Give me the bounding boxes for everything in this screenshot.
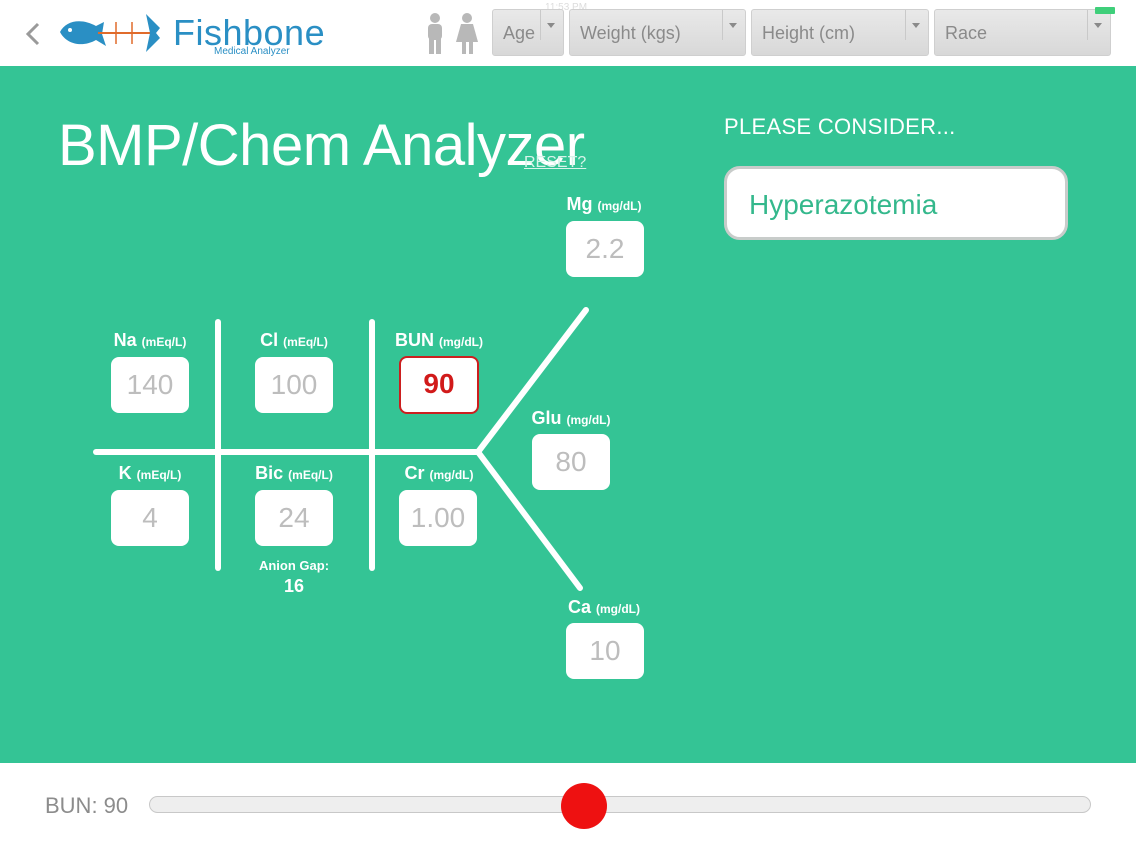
na-label: Na (mEq/L) [113, 330, 187, 350]
consider-heading: PLEASE CONSIDER... [724, 114, 956, 139]
back-chevron-icon[interactable] [18, 16, 48, 52]
glu-label: Glu (mg/dL) [531, 408, 611, 428]
app-header: Fishbone Medical Analyzer 11:53 PM Age W… [0, 0, 1136, 66]
height-dropdown[interactable]: Height (cm) [751, 9, 929, 56]
bic-label: Bic (mEq/L) [255, 463, 333, 483]
cr-label: Cr (mg/dL) [404, 463, 474, 483]
status-time: 11:53 PM [545, 2, 588, 13]
cr-value-box[interactable]: 1.00 [399, 490, 477, 546]
ca-value-box[interactable]: 10 [566, 623, 644, 679]
battery-icon [1095, 7, 1115, 14]
weight-dropdown[interactable]: Weight (kgs) [569, 9, 746, 56]
bun-slider-track[interactable] [149, 796, 1091, 813]
bun-label: BUN (mg/dL) [394, 330, 484, 350]
reset-link[interactable]: RESET? [524, 154, 587, 171]
logo-title: Fishbone [173, 12, 326, 53]
diagnosis-suggestion-box: Hyperazotemia [724, 166, 1068, 240]
race-dropdown-label: Race [945, 23, 988, 43]
bic-value-box[interactable]: 24 [255, 490, 333, 546]
ca-label: Ca (mg/dL) [567, 597, 641, 617]
chevron-down-icon [540, 10, 563, 40]
k-label: K (mEq/L) [118, 463, 182, 483]
logo-subtitle: Medical Analyzer [214, 46, 290, 57]
glu-value-box[interactable]: 80 [532, 434, 610, 490]
cl-value-box[interactable]: 100 [255, 357, 333, 413]
mg-value-box[interactable]: 2.2 [566, 221, 644, 277]
chevron-down-icon [1087, 10, 1110, 40]
page-title: BMP/Chem Analyzer [58, 113, 585, 178]
height-dropdown-label: Height (cm) [762, 23, 856, 43]
chevron-down-icon [722, 10, 745, 40]
na-value-box[interactable]: 140 [111, 357, 189, 413]
bun-slider-thumb[interactable] [561, 783, 607, 829]
cl-label: Cl (mEq/L) [260, 330, 328, 350]
mg-label: Mg (mg/dL) [566, 194, 642, 214]
diagnosis-suggestion-text: Hyperazotemia [749, 189, 938, 220]
chevron-down-icon [905, 10, 928, 40]
age-dropdown-label: Age [503, 23, 536, 43]
weight-dropdown-label: Weight (kgs) [580, 23, 681, 43]
age-dropdown[interactable]: Age [492, 9, 564, 56]
bun-value-box[interactable]: 90 [399, 356, 479, 414]
anion-gap-label: Anion Gap: [258, 558, 330, 573]
race-dropdown[interactable]: Race [934, 9, 1111, 56]
app-logo: Fishbone Medical Analyzer [56, 8, 356, 60]
male-female-icon [428, 13, 478, 54]
slider-value-label: BUN: 90 [45, 793, 129, 818]
fish-logo-icon [60, 14, 160, 52]
anion-gap-value: 16 [283, 576, 305, 596]
k-value-box[interactable]: 4 [111, 490, 189, 546]
